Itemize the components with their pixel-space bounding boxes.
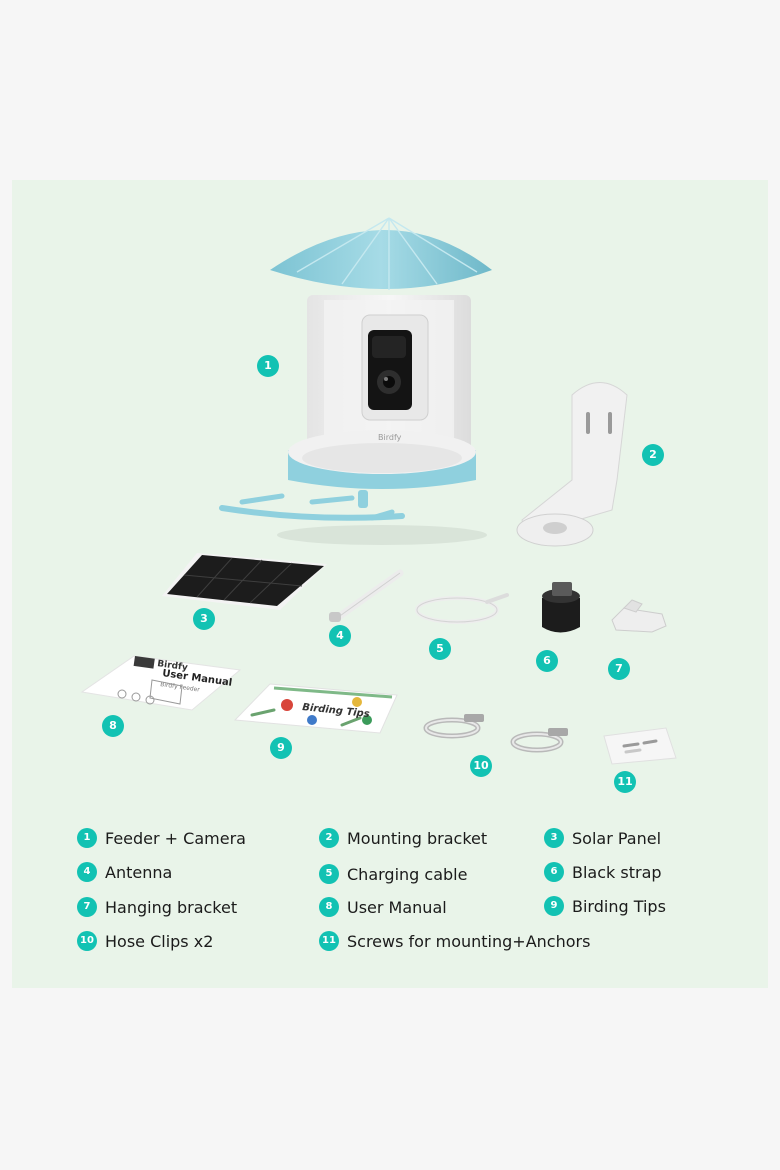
legend-label: Feeder + Camera <box>105 828 246 848</box>
legend-number: 7 <box>77 897 97 917</box>
legend-label: Charging cable <box>347 864 468 884</box>
hanging-bracket <box>611 599 667 633</box>
legend-number: 5 <box>319 864 339 884</box>
legend-number: 4 <box>77 862 97 882</box>
legend-label: Birding Tips <box>572 896 666 916</box>
antenna <box>329 569 404 622</box>
legend-item: 2 Mounting bracket <box>319 828 487 848</box>
charging-cable <box>415 593 509 624</box>
legend-item: 5 Charging cable <box>319 864 467 884</box>
callout-badge: 5 <box>429 638 451 660</box>
legend-label: Solar Panel <box>572 828 662 848</box>
product-panel: Birdfy <box>12 180 768 988</box>
callout-badge: 6 <box>536 650 558 672</box>
black-strap <box>542 582 580 633</box>
legend-number: 2 <box>319 828 339 848</box>
legend-item: 9 Birding Tips <box>544 896 666 916</box>
legend-label: Antenna <box>105 862 173 882</box>
user-manual: Birdfy User Manual Birdfy Feeder <box>80 655 242 711</box>
legend-label: User Manual <box>347 897 447 917</box>
legend-label: Mounting bracket <box>347 828 488 848</box>
legend-label: Screws for mounting+Anchors <box>347 931 591 951</box>
legend-label: Hanging bracket <box>105 897 238 917</box>
legend-number: 3 <box>544 828 564 848</box>
legend-item: 1 Feeder + Camera <box>77 828 246 848</box>
screws-anchors-bag <box>603 727 677 765</box>
bird-feeder-camera: Birdfy <box>219 217 492 545</box>
legend-item: 8 User Manual <box>319 897 447 917</box>
callout-badge: 3 <box>193 608 215 630</box>
callout-badge: 4 <box>329 625 351 647</box>
callout-badge: 1 <box>257 355 279 377</box>
legend-label: Hose Clips x2 <box>105 931 214 951</box>
legend-item: 6 Black strap <box>544 862 662 882</box>
callout-badge: 9 <box>270 737 292 759</box>
legend-item: 11 Screws for mounting+Anchors <box>319 931 590 951</box>
callout-badge: 10 <box>470 755 492 777</box>
solar-panel <box>162 553 327 610</box>
hose-clips <box>423 714 568 753</box>
callout-badge: 11 <box>614 771 636 793</box>
legend-number: 11 <box>319 931 339 951</box>
callout-badge: 7 <box>608 658 630 680</box>
callout-badge: 2 <box>642 444 664 466</box>
legend-number: 8 <box>319 897 339 917</box>
legend-number: 1 <box>77 828 97 848</box>
birding-tips-booklet: Birding Tips <box>233 683 398 734</box>
legend-number: 10 <box>77 931 97 951</box>
camera-logo: Birdfy <box>378 433 402 442</box>
legend-item: 3 Solar Panel <box>544 828 661 848</box>
legend-item: 10 Hose Clips x2 <box>77 931 213 951</box>
mounting-bracket <box>516 382 628 547</box>
kit-illustration: Birdfy <box>80 217 677 765</box>
legend-number: 6 <box>544 862 564 882</box>
legend-label: Black strap <box>572 862 662 882</box>
callout-badge: 8 <box>102 715 124 737</box>
manual-logo: Birdfy <box>157 659 189 673</box>
legend-number: 9 <box>544 896 564 916</box>
legend-item: 4 Antenna <box>77 862 172 882</box>
legend-item: 7 Hanging bracket <box>77 897 237 917</box>
